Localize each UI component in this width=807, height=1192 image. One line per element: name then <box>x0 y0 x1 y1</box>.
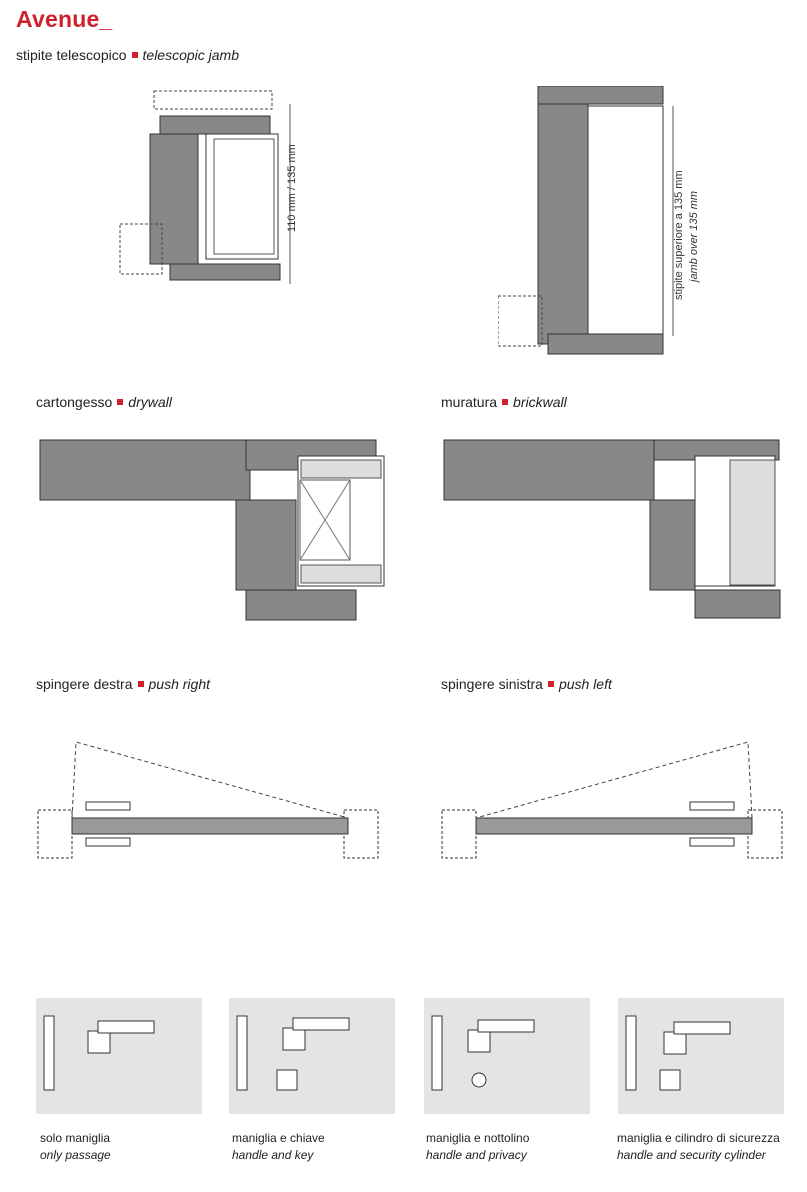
hardware-caption-privacy: maniglia e nottolino handle and privacy <box>426 1130 529 1164</box>
hardware-caption-key-it: maniglia e chiave <box>232 1131 325 1145</box>
hardware-caption-privacy-en: handle and privacy <box>426 1148 527 1162</box>
push-right-plan-drawing <box>36 726 386 876</box>
dimension-label-left: 110 mm / 135 mm <box>286 144 298 232</box>
hardware-caption-passage: solo maniglia only passage <box>40 1130 111 1164</box>
hardware-caption-security-it: maniglia e cilindro di sicurezza <box>617 1131 780 1145</box>
separator-square <box>117 399 124 406</box>
dimension-label-right-2: jamb over 135 mm <box>688 190 700 282</box>
hardware-panel-key <box>229 998 395 1114</box>
hardware-caption-key-en: handle and key <box>232 1148 314 1162</box>
caption-drywall-en: drywall <box>128 394 172 410</box>
hardware-panel-security <box>618 998 784 1114</box>
caption-drywall: cartongesso drywall <box>36 394 172 410</box>
separator-square <box>547 681 554 688</box>
dimension-label-right-1: stipite superiore a 135 mm <box>673 170 685 300</box>
hardware-caption-key: maniglia e chiave handle and key <box>232 1130 325 1164</box>
push-left-plan-drawing <box>440 726 790 876</box>
caption-push-right: spingere destra push right <box>36 676 210 692</box>
brickwall-section-drawing <box>440 420 785 630</box>
hardware-panel-privacy <box>424 998 590 1114</box>
hardware-caption-passage-en: only passage <box>40 1148 111 1162</box>
caption-brickwall-en: brickwall <box>513 394 567 410</box>
separator-square <box>137 681 144 688</box>
caption-drywall-it: cartongesso <box>36 394 113 410</box>
page-title: Avenue_ <box>16 6 113 32</box>
caption-telescopic-it: stipite telescopico <box>16 47 127 63</box>
telescopic-jamb-drawing-left <box>110 84 320 284</box>
caption-push-right-en: push right <box>148 676 210 692</box>
caption-brickwall-it: muratura <box>441 394 498 410</box>
drywall-section-drawing <box>36 420 396 630</box>
separator-square <box>502 399 509 406</box>
hardware-caption-passage-it: solo maniglia <box>40 1131 111 1145</box>
caption-push-left-it: spingere sinistra <box>441 676 543 692</box>
caption-telescopic: stipite telescopico telescopic jamb <box>16 47 239 63</box>
caption-brickwall: muratura brickwall <box>441 394 567 410</box>
hardware-caption-security-en: handle and security cylinder <box>617 1148 766 1162</box>
caption-push-right-it: spingere destra <box>36 676 133 692</box>
caption-push-left: spingere sinistra push left <box>441 676 612 692</box>
caption-telescopic-en: telescopic jamb <box>142 47 240 63</box>
hardware-caption-privacy-it: maniglia e nottolino <box>426 1131 530 1145</box>
hardware-caption-security: maniglia e cilindro di sicurezza handle … <box>617 1130 780 1164</box>
separator-square <box>131 52 138 59</box>
hardware-panel-passage <box>36 998 202 1114</box>
telescopic-jamb-drawing-right <box>498 86 678 356</box>
caption-push-left-en: push left <box>558 676 612 692</box>
